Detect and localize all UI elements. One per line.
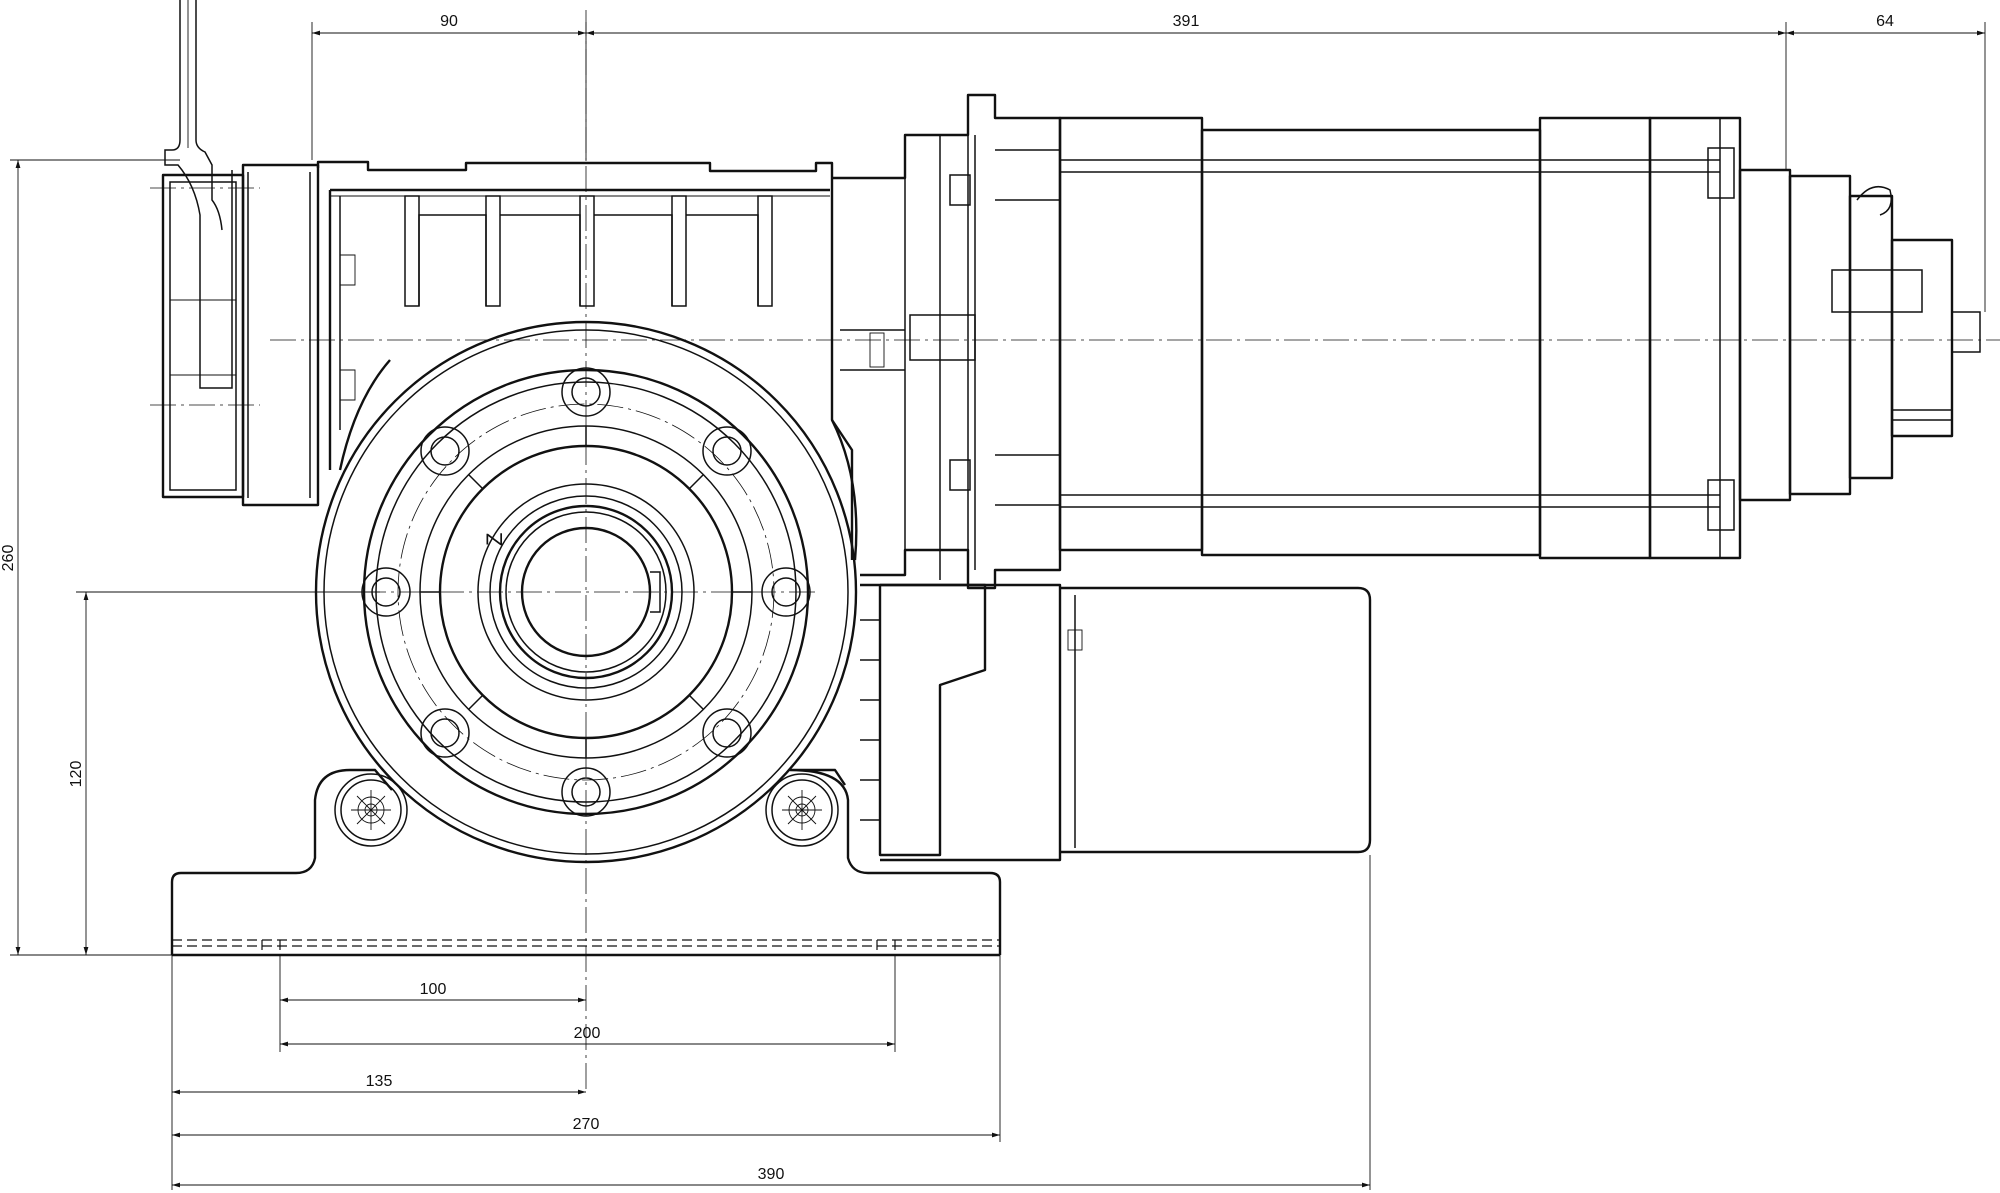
motor-flange xyxy=(832,93,1062,590)
center-lines xyxy=(150,10,2000,1090)
dimension-labels: 90 391 64 260 120 100 200 135 270 390 xyxy=(0,13,1894,1183)
motor-body xyxy=(1058,116,1981,560)
mark-label: Z xyxy=(482,533,507,546)
dim-left-inner: 120 xyxy=(68,761,85,788)
dim-bottom-1: 100 xyxy=(420,981,447,998)
dim-bottom-2: 200 xyxy=(574,1025,601,1042)
mount-bolt-left xyxy=(334,773,408,847)
dim-left-outer: 260 xyxy=(0,545,17,572)
dim-bottom-5: 390 xyxy=(758,1166,785,1183)
terminal-box xyxy=(860,583,1372,862)
dimension-lines xyxy=(10,22,1986,1190)
dim-bottom-4: 270 xyxy=(573,1116,600,1133)
dim-bottom-3: 135 xyxy=(366,1073,393,1090)
dim-top-middle: 391 xyxy=(1173,13,1200,30)
dim-top-right: 64 xyxy=(1876,13,1894,30)
hand-release-assembly xyxy=(161,0,320,507)
dim-top-left: 90 xyxy=(440,13,458,30)
mount-bolt-right xyxy=(765,773,839,847)
